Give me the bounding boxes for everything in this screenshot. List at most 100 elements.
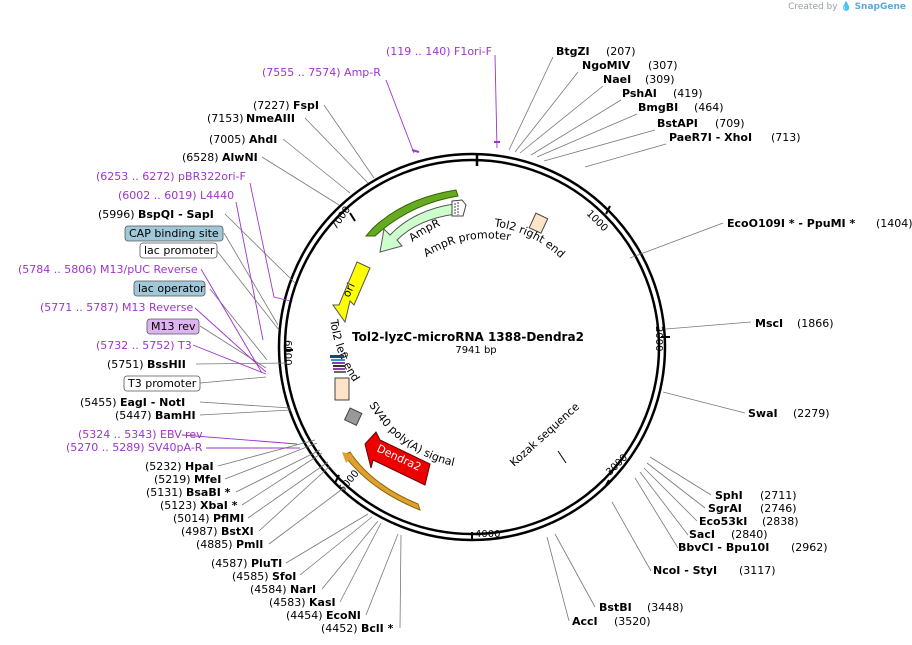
tick-label: 7000 [329,205,353,232]
enzyme-site-position: (5014) [173,512,210,525]
primer-labels: (119 .. 140) F1ori-F (7555 .. 7574) Amp-… [18,45,492,454]
tol2-left-end-feature [334,377,350,401]
created-by-text: Created by [788,2,838,12]
enzyme-site-position: (419) [673,87,703,100]
kozak-label: Kozak sequence [507,400,582,469]
tol2-right-end-feature [528,212,549,234]
enzyme-site-position: (4454) [286,609,323,622]
enzyme-site-position: (2711) [760,489,797,502]
enzyme-site-position: (709) [715,117,745,130]
enzyme-site-position: (5232) [145,460,182,473]
enzyme-site-position: (3117) [739,564,776,577]
enzyme-site-name: MfeI [194,473,221,486]
sv40-polya-feature [343,407,363,426]
enzyme-site-position: (5131) [146,486,183,499]
enzyme-site-name: PaeR7I - XhoI [669,131,752,144]
primer-label: (5324 .. 5343) EBV-rev [78,428,203,441]
tick-label: 4000 [475,529,500,540]
enzyme-site-position: (7227) [253,99,290,112]
left-enzyme-sites: (7227) FspI (7153) NmeAIII (7005) AhdI (… [80,99,394,635]
enzyme-site-name: AhdI [249,133,277,146]
primer-label: (6002 .. 6019) L4440 [118,189,234,202]
enzyme-site-position: (2962) [791,541,828,554]
enzyme-site-position: (7153) [207,112,244,125]
enzyme-site-position: (207) [606,45,636,58]
snapgene-logo-icon: 💧 [840,2,852,12]
enzyme-site-name: XbaI * [200,499,238,512]
primer-label: (6253 .. 6272) pBR322ori-F [96,170,246,183]
primer-label: (5771 .. 5787) M13 Reverse [40,301,193,314]
enzyme-site-position: (5123) [160,499,197,512]
ampr-feature [379,203,457,253]
t3-promoter-label: T3 promoter [127,377,197,390]
enzyme-site-position: (5751) [107,358,144,371]
enzyme-site-name: PluTI [251,557,282,570]
cap-binding-site-label: CAP binding site [129,227,219,240]
enzyme-site-position: (2279) [793,407,830,420]
enzyme-site-name: AlwNI [222,151,258,164]
enzyme-site-position: (713) [771,131,801,144]
enzyme-site-position: (464) [694,101,724,114]
enzyme-site-name: PmlI [236,538,263,551]
lac-operator-label: lac operator [138,282,205,295]
enzyme-site-name: BbvCI - Bpu10I [678,541,769,554]
enzyme-site-name: KasI [309,596,336,609]
enzyme-site-position: (309) [645,73,675,86]
enzyme-site-name: FspI [293,99,319,112]
enzyme-site-position: (6528) [182,151,219,164]
enzyme-site-name: BamHI [155,409,196,422]
ampr-promoter-feature [451,199,467,217]
enzyme-site-name: HpaI [185,460,214,473]
primer-lines [181,54,500,449]
tick-label: 2000 [653,326,664,351]
enzyme-site-name: EagI - NotI [120,396,185,409]
enzyme-site-position: (5996) [98,208,135,221]
enzyme-site-position: (307) [648,59,678,72]
enzyme-site-name: BtgZI [556,45,590,58]
dendra2-outer-arrow [343,451,421,511]
boxed-labels: CAP binding site lac promoter lac operat… [123,225,224,392]
snapgene-credit: Created by 💧 SnapGene [788,2,906,12]
dendra2-feature [364,431,431,486]
enzyme-site-name: BstBI [599,601,632,614]
kozak-marker [557,450,567,464]
enzyme-site-position: (4452) [321,622,358,635]
primer-label: (5270 .. 5289) SV40pA-R [66,441,203,454]
svg-text:Tol2 left end: Tol2 left end [327,318,362,384]
enzyme-site-position: (2838) [762,515,799,528]
enzyme-site-position: (5455) [80,396,117,409]
enzyme-site-name: BssHII [147,358,186,371]
primer-label: (5784 .. 5806) M13/pUC Reverse [18,263,198,276]
primer-label: (5732 .. 5752) T3 [96,339,192,352]
enzyme-site-name: SfoI [272,570,296,583]
enzyme-site-position: (1404) [876,217,912,230]
mcs-cluster [330,355,346,373]
enzyme-site-name: BmgBI [638,101,678,114]
enzyme-site-position: (5219) [154,473,191,486]
plasmid-name: Tol2-lyzC-microRNA 1388-Dendra2 [352,330,584,344]
enzyme-site-name: Eco53kI [699,515,747,528]
enzyme-site-name: SphI [715,489,743,502]
enzyme-site-name: SwaI [748,407,778,420]
enzyme-site-position: (5447) [115,409,152,422]
dendra2-outer-head [342,452,353,463]
enzyme-site-name: BclI * [361,622,394,635]
enzyme-site-position: (2746) [760,502,797,515]
ampr-promoter-label: AmpR promoter [421,228,512,259]
right-enzyme-sites: BtgZI (207) NgoMIV (307) NaeI (309) PshA… [556,45,912,628]
enzyme-site-position: (4585) [232,570,269,583]
primer-label: (119 .. 140) F1ori-F [386,45,492,58]
tol2-left-label: Tol2 left end [327,318,362,384]
enzyme-site-name: BstAPI [657,117,698,130]
enzyme-site-name: EcoNI [326,609,361,622]
enzyme-site-name: NcoI - StyI [653,564,717,577]
ori-label: ori [340,281,358,299]
leader-lines [195,56,752,629]
enzyme-site-name: EcoO109I * - PpuMI * [727,217,855,230]
enzyme-site-name: NmeAIII [246,112,295,125]
enzyme-site-name: PflMI [213,512,244,525]
enzyme-site-name: SgrAI [708,502,742,515]
enzyme-site-position: (3448) [647,601,684,614]
enzyme-site-name: MscI [755,317,783,330]
